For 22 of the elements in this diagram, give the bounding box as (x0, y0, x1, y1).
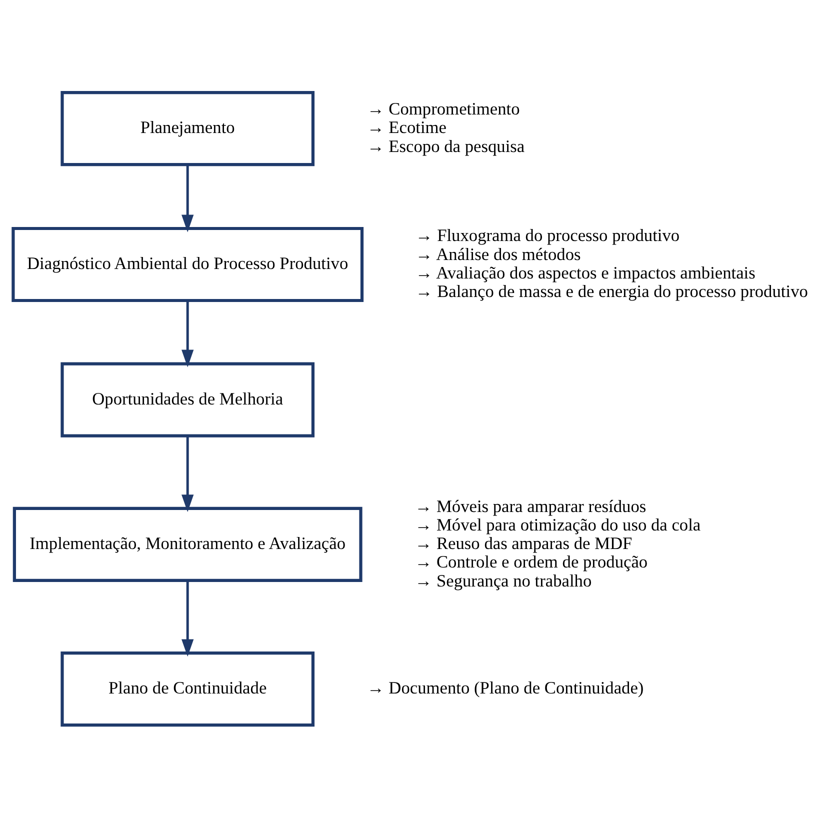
node-label: → Escopo da pesquisa (366, 136, 525, 156)
arrow (182, 435, 194, 512)
node-label: → Móveis para amparar resíduos (414, 496, 646, 516)
node-label: → Fluxograma do processo produtivo (415, 226, 680, 245)
arrow (182, 164, 194, 232)
node-label: → Análise dos métodos (415, 244, 581, 264)
node-label: → Balanço de massa e de energia do processo produtivo (415, 282, 808, 301)
node-label: → Comprometimento (366, 99, 520, 118)
node-box: Implementação, Monitoramento e Avalização (12, 506, 362, 582)
node-box: Oportunidades de Melhoria (60, 362, 315, 437)
node-box: Planejamento (60, 90, 315, 166)
node-label: → Documento (Plano de Continuidade) (366, 678, 644, 698)
node-label: → Móvel para otimização do uso da cola (414, 514, 701, 534)
node-label: → Avaliação dos aspectos e impactos ambientais (415, 262, 756, 282)
node-label: → Segurança no trabalho (414, 570, 592, 590)
arrow (182, 580, 194, 656)
node-label: → Ecotime (366, 118, 447, 137)
node-label: → Reuso das amparas de MDF (414, 534, 632, 553)
node-box: Diagnóstico Ambiental do Processo Produtivo (12, 226, 364, 302)
node-box: Plano de Continuidade (60, 650, 315, 726)
arrow (182, 300, 194, 367)
node-label: → Controle e ordem de produção (414, 552, 648, 572)
